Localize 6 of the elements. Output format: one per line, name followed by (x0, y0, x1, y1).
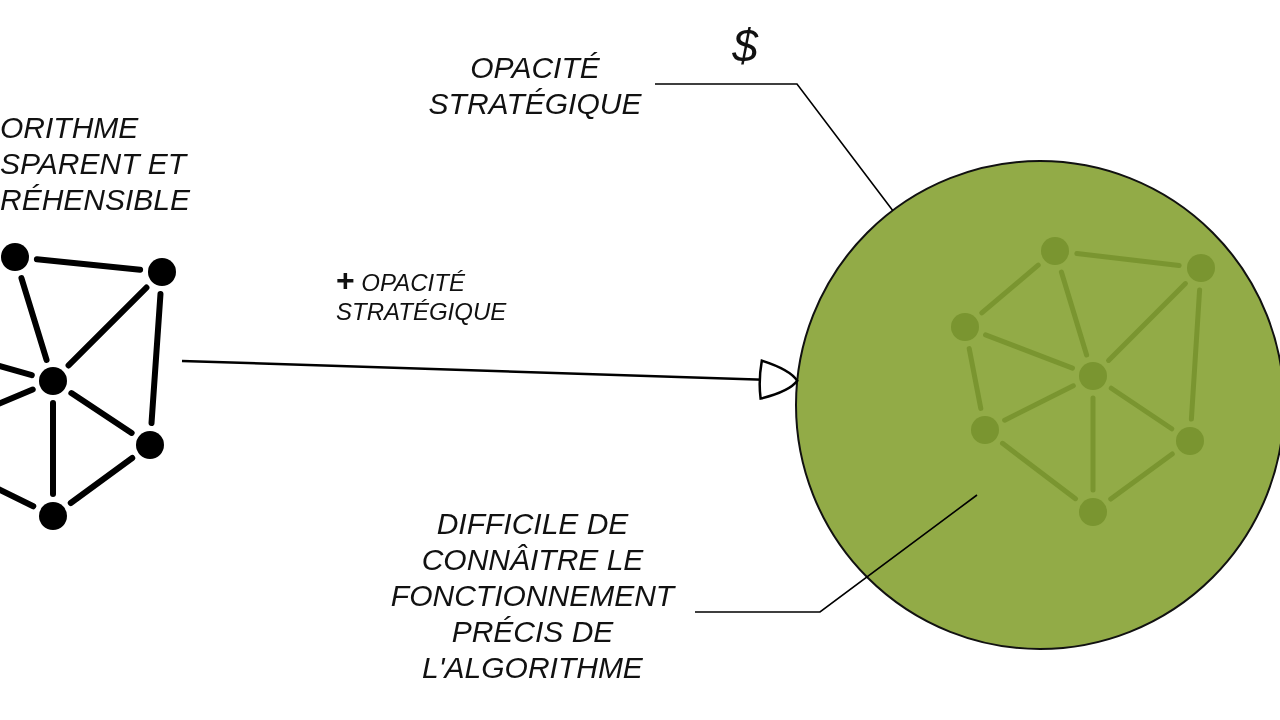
caption-text: ORITHME SPARENT ET RÉHENSIBLE (0, 110, 192, 218)
callout-text: OPACITÉ STRATÉGIQUE (415, 50, 655, 122)
dollar-sign: $ (731, 19, 760, 74)
leader-line (654, 83, 894, 212)
leader-line (694, 494, 978, 613)
callout-text: DIFFICILE DE CONNÂITRE LE FONCTIONNEMENT PRÉCIS DE L'ALGORITHME (370, 506, 695, 686)
